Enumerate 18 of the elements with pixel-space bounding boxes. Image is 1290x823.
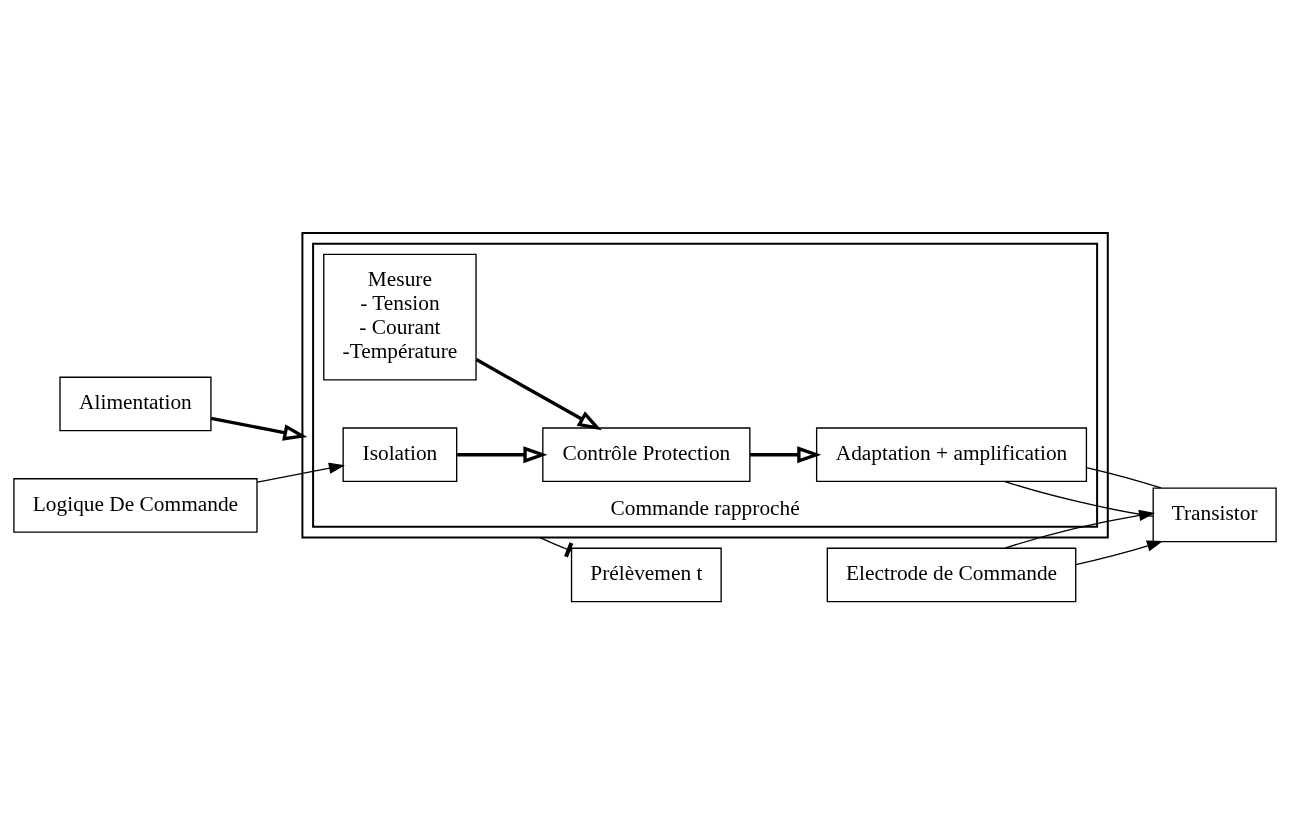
node-box: Alimentation bbox=[59, 376, 212, 431]
node-box: Contrôle Protection bbox=[542, 426, 751, 482]
arrow bbox=[1075, 540, 1163, 565]
connector bbox=[539, 536, 574, 557]
arrow bbox=[210, 416, 308, 441]
node-box: Transistor bbox=[1152, 486, 1277, 542]
arrow bbox=[457, 445, 548, 463]
node-box: Isolation bbox=[342, 426, 458, 482]
arrow bbox=[475, 357, 602, 430]
node-box: Adaptation + amplification bbox=[815, 426, 1088, 482]
node-box: Logique De Commande bbox=[13, 477, 258, 533]
node-box: Mesure - Tension - Courant -Température bbox=[323, 253, 477, 381]
connector bbox=[1085, 466, 1162, 489]
arrow bbox=[256, 462, 345, 483]
connector bbox=[1004, 480, 1154, 517]
node-box: Electrode de Commande bbox=[826, 547, 1077, 602]
node-box: Prélèvemen t bbox=[570, 547, 722, 602]
arrow bbox=[750, 445, 822, 463]
